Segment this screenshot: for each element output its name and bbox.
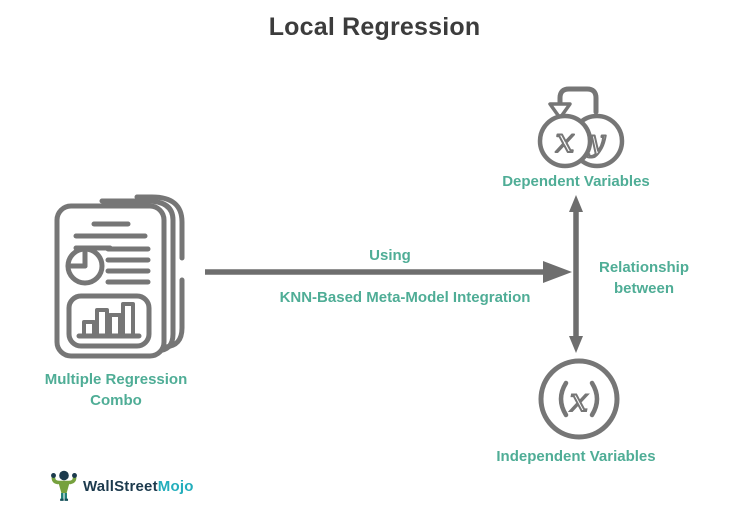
dependent-variables-label: Dependent Variables: [502, 173, 650, 190]
left-paren-glyph: [558, 380, 569, 418]
page-title: Local Regression: [268, 13, 481, 41]
wallstreetmojo-logo: WallStreetMojo: [50, 469, 194, 503]
right-paren-glyph: [589, 380, 600, 418]
wallstreetmojo-mascot-icon: [51, 470, 77, 501]
loop-arrow-head-icon: [548, 102, 572, 120]
wordmark-mojo: Mojo: [157, 477, 194, 495]
arrow-head-down-icon: [569, 336, 583, 353]
relationship-between-label: Relationship between: [598, 259, 689, 297]
mascot-left-fist: [51, 473, 56, 478]
arrow-head-up-icon: [569, 195, 583, 212]
mascot-left-leg: [61, 493, 64, 500]
mascot-body: [57, 480, 71, 493]
xy-circles-loop-arrow-icon: y x: [537, 86, 625, 169]
arrow-head-right-icon: [543, 261, 572, 283]
middle-page-outline: [99, 198, 176, 354]
wordmark-wallstreet: WallStreet: [83, 477, 158, 495]
mascot-right-leg: [64, 493, 67, 500]
independent-variables-label: Independent Variables: [496, 448, 656, 465]
parenthesized-x-circle-icon: x: [538, 358, 620, 440]
mascot-right-foot: [64, 498, 69, 501]
wallstreetmojo-wordmark: WallStreetMojo: [83, 478, 194, 495]
bar-chart-frame: [66, 293, 152, 349]
bar-glyph: [82, 320, 96, 338]
bar-glyph: [95, 308, 109, 338]
x-glyph: x: [555, 121, 574, 161]
mascot-right-fist: [72, 473, 77, 478]
y-glyph: y: [587, 124, 607, 159]
loop-arrow-path: [557, 86, 599, 115]
x-glyph: x: [570, 381, 588, 419]
outer-circle: [538, 358, 620, 440]
vertical-double-arrow: [569, 195, 583, 353]
horizontal-arrow: [205, 261, 572, 283]
bar-glyph: [121, 302, 135, 338]
mascot-left-foot: [60, 498, 64, 501]
mascot-head: [59, 470, 69, 481]
bar-glyph: [108, 313, 122, 338]
x-circle: [537, 113, 593, 169]
multiple-regression-combo-label: Multiple Regression Combo: [44, 371, 188, 409]
report-documents-stack-icon: [54, 194, 185, 359]
using-label: Using: [369, 247, 411, 264]
knn-meta-model-label: KNN-Based Meta-Model Integration: [279, 289, 531, 306]
